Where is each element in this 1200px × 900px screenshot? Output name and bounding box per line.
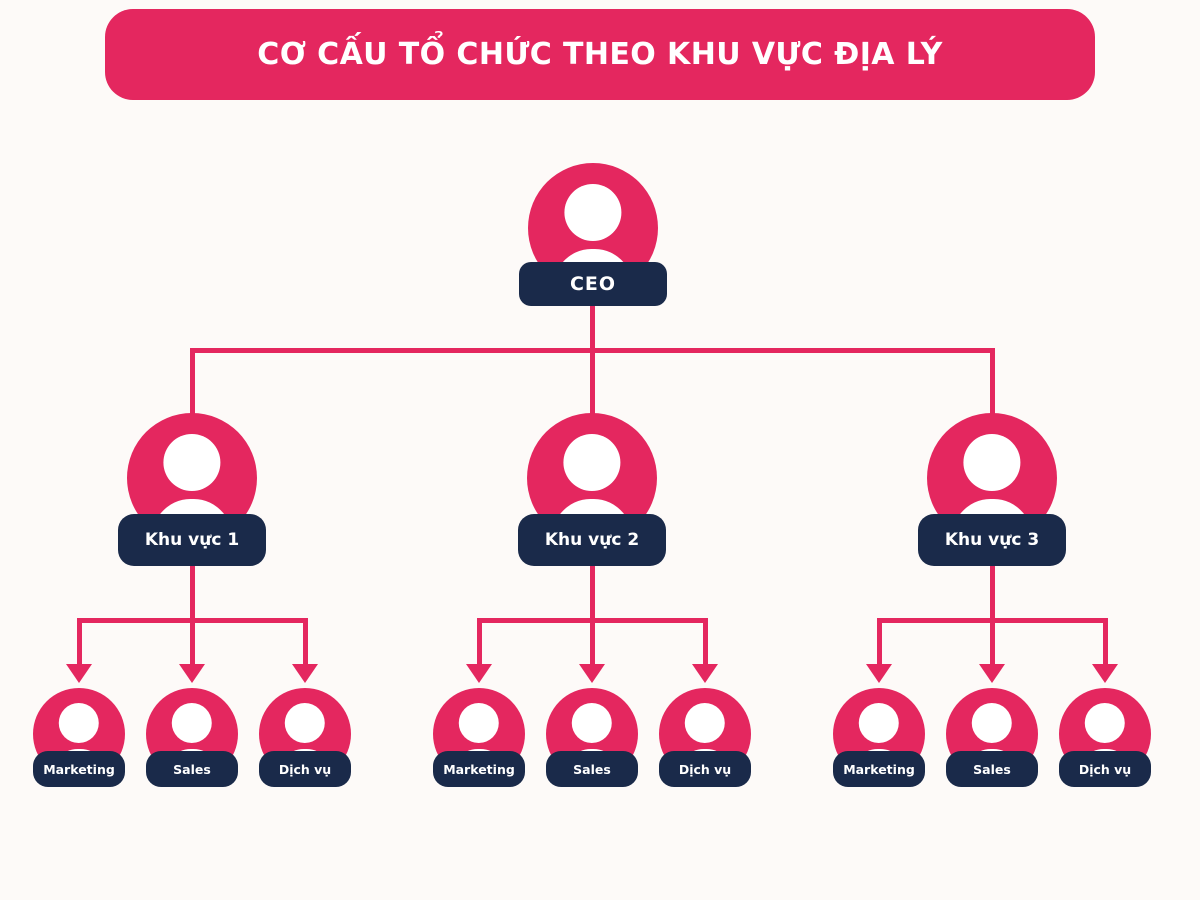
region-2-child-left-line [477,618,482,668]
arrow-down-icon [1092,664,1118,683]
arrow-down-icon [866,664,892,683]
region-1-sales-label: Sales [146,751,238,787]
region-1-service-label: Dịch vụ [259,751,351,787]
region-3-service-label: Dịch vụ [1059,751,1151,787]
person-head-shape [171,702,213,744]
region-3-child-center-line [990,566,995,666]
person-head-shape [1084,702,1126,744]
region-3-sales-label: Sales [946,751,1038,787]
region-3-sales-person-icon [946,688,1038,780]
region-2-sales-label: Sales [546,751,638,787]
level1-connector-hline [190,348,995,353]
person-head-shape [963,433,1021,491]
person-head-shape [858,702,900,744]
person-head-shape [971,702,1013,744]
person-head-shape [571,702,613,744]
title-banner: CƠ CẤU TỔ CHỨC THEO KHU VỰC ĐỊA LÝ [105,9,1095,100]
ceo-connector-vline [590,305,595,415]
region-2-children-hline [477,618,708,623]
region-2-service-label: Dịch vụ [659,751,751,787]
arrow-down-icon [979,664,1005,683]
region-1-child-left-line [77,618,82,668]
region-1-label: Khu vực 1 [118,514,266,566]
person-head-shape [684,702,726,744]
arrow-down-icon [66,664,92,683]
region-3-child-left-line [877,618,882,668]
region-3-label: Khu vực 3 [918,514,1066,566]
region-3-marketing-label: Marketing [833,751,925,787]
arrow-down-icon [692,664,718,683]
arrow-down-icon [292,664,318,683]
region-1-child-right-line [303,618,308,668]
person-head-shape [163,433,221,491]
person-head-shape [564,183,622,241]
person-head-shape [284,702,326,744]
arrow-down-icon [466,664,492,683]
person-head-shape [458,702,500,744]
region-2-child-center-line [590,566,595,666]
person-head-shape [563,433,621,491]
region-1-connector-drop [190,348,195,418]
region-1-children-hline [77,618,308,623]
region-2-marketing-label: Marketing [433,751,525,787]
chart-title: CƠ CẤU TỔ CHỨC THEO KHU VỰC ĐỊA LÝ [257,37,943,72]
ceo-label: CEO [519,262,667,306]
region-3-children-hline [877,618,1108,623]
region-1-marketing-label: Marketing [33,751,125,787]
region-2-label: Khu vực 2 [518,514,666,566]
region-1-child-center-line [190,566,195,666]
region-3-connector-drop [990,348,995,418]
arrow-down-icon [579,664,605,683]
region-3-child-right-line [1103,618,1108,668]
person-head-shape [58,702,100,744]
arrow-down-icon [179,664,205,683]
region-2-child-right-line [703,618,708,668]
